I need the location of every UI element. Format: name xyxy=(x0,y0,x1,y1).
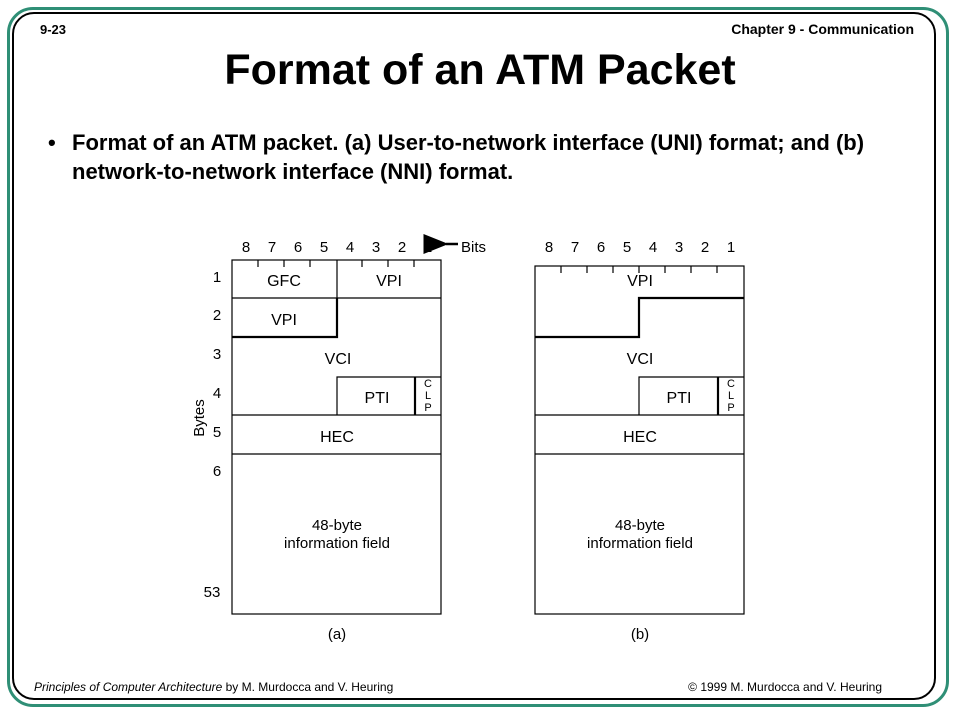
bit-number: 2 xyxy=(398,239,406,256)
bullet-item: • Format of an ATM packet. (a) User-to-n… xyxy=(48,128,898,186)
vpi-field: VPI xyxy=(271,312,297,329)
hec-field: HEC xyxy=(320,429,354,446)
bit-number: 4 xyxy=(346,239,354,256)
bullet-dot-icon: • xyxy=(48,130,56,155)
footer-copyright: © 1999 M. Murdocca and V. Heuring xyxy=(688,680,882,694)
nni-bit-ticks xyxy=(560,266,718,273)
nni-caption: (b) xyxy=(631,626,649,643)
clp-field: P xyxy=(727,402,734,414)
uni-caption: (a) xyxy=(328,626,346,643)
slide-frame-outer xyxy=(7,7,949,707)
bit-number: 7 xyxy=(571,239,579,256)
bit-number: 8 xyxy=(545,239,553,256)
footer-book-credit: Principles of Computer Architecture by M… xyxy=(34,680,393,694)
slide-number: 9-23 xyxy=(40,22,67,37)
slide-frame-inner xyxy=(12,12,936,700)
page-title: Format of an ATM Packet xyxy=(224,46,736,94)
bullet-text: Format of an ATM packet. (a) User-to-net… xyxy=(72,130,865,184)
info-field: 48-byte xyxy=(312,517,362,534)
clp-field: L xyxy=(728,390,734,402)
byte-number: 5 xyxy=(213,424,221,441)
byte-number: 1 xyxy=(213,269,221,286)
hec-field: HEC xyxy=(623,429,657,446)
info-field: information field xyxy=(587,535,693,552)
bit-number: 2 xyxy=(701,239,709,256)
clp-field: C xyxy=(424,378,432,390)
pti-field: PTI xyxy=(667,390,692,407)
bit-number: 3 xyxy=(372,239,380,256)
chapter-label: Chapter 9 - Communication xyxy=(731,21,914,37)
byte-number: 2 xyxy=(213,307,221,324)
bit-number: 1 xyxy=(424,239,432,256)
bit-number: 6 xyxy=(294,239,302,256)
bytes-axis-label: Bytes xyxy=(191,399,208,437)
bit-number: 3 xyxy=(675,239,683,256)
bit-number: 1 xyxy=(727,239,735,256)
pti-field: PTI xyxy=(365,390,390,407)
footer-book-authors: by M. Murdocca and V. Heuring xyxy=(222,680,394,694)
info-field: information field xyxy=(284,535,390,552)
bit-number: 6 xyxy=(597,239,605,256)
bits-label: Bits xyxy=(461,239,486,256)
vpi-field: VPI xyxy=(627,273,653,290)
nni-format-diagram: 8 7 6 5 4 3 2 1 VPI VCI PTI C L P HEC 48… xyxy=(534,239,745,643)
clp-field: C xyxy=(727,378,735,390)
bit-number: 8 xyxy=(242,239,250,256)
bit-number: 7 xyxy=(268,239,276,256)
uni-format-diagram: 8 7 6 5 4 3 2 1 Bits 1 2 3 4 5 6 53 Byte… xyxy=(191,234,486,643)
nni-field-lines xyxy=(535,296,744,455)
vci-field: VCI xyxy=(627,351,654,368)
uni-bit-ticks xyxy=(257,260,415,267)
clp-field: L xyxy=(425,390,431,402)
gfc-field: GFC xyxy=(267,273,301,290)
byte-number: 53 xyxy=(204,584,221,601)
footer-book-title: Principles of Computer Architecture xyxy=(34,680,223,694)
byte-number: 4 xyxy=(213,385,221,402)
uni-field-lines xyxy=(232,260,441,455)
clp-field: P xyxy=(424,402,431,414)
bit-number: 5 xyxy=(320,239,328,256)
byte-number: 3 xyxy=(213,346,221,363)
byte-number: 6 xyxy=(213,463,221,480)
info-field: 48-byte xyxy=(615,517,665,534)
vpi-field: VPI xyxy=(376,273,402,290)
bit-number: 5 xyxy=(623,239,631,256)
bit-number: 4 xyxy=(649,239,657,256)
vci-field: VCI xyxy=(325,351,352,368)
